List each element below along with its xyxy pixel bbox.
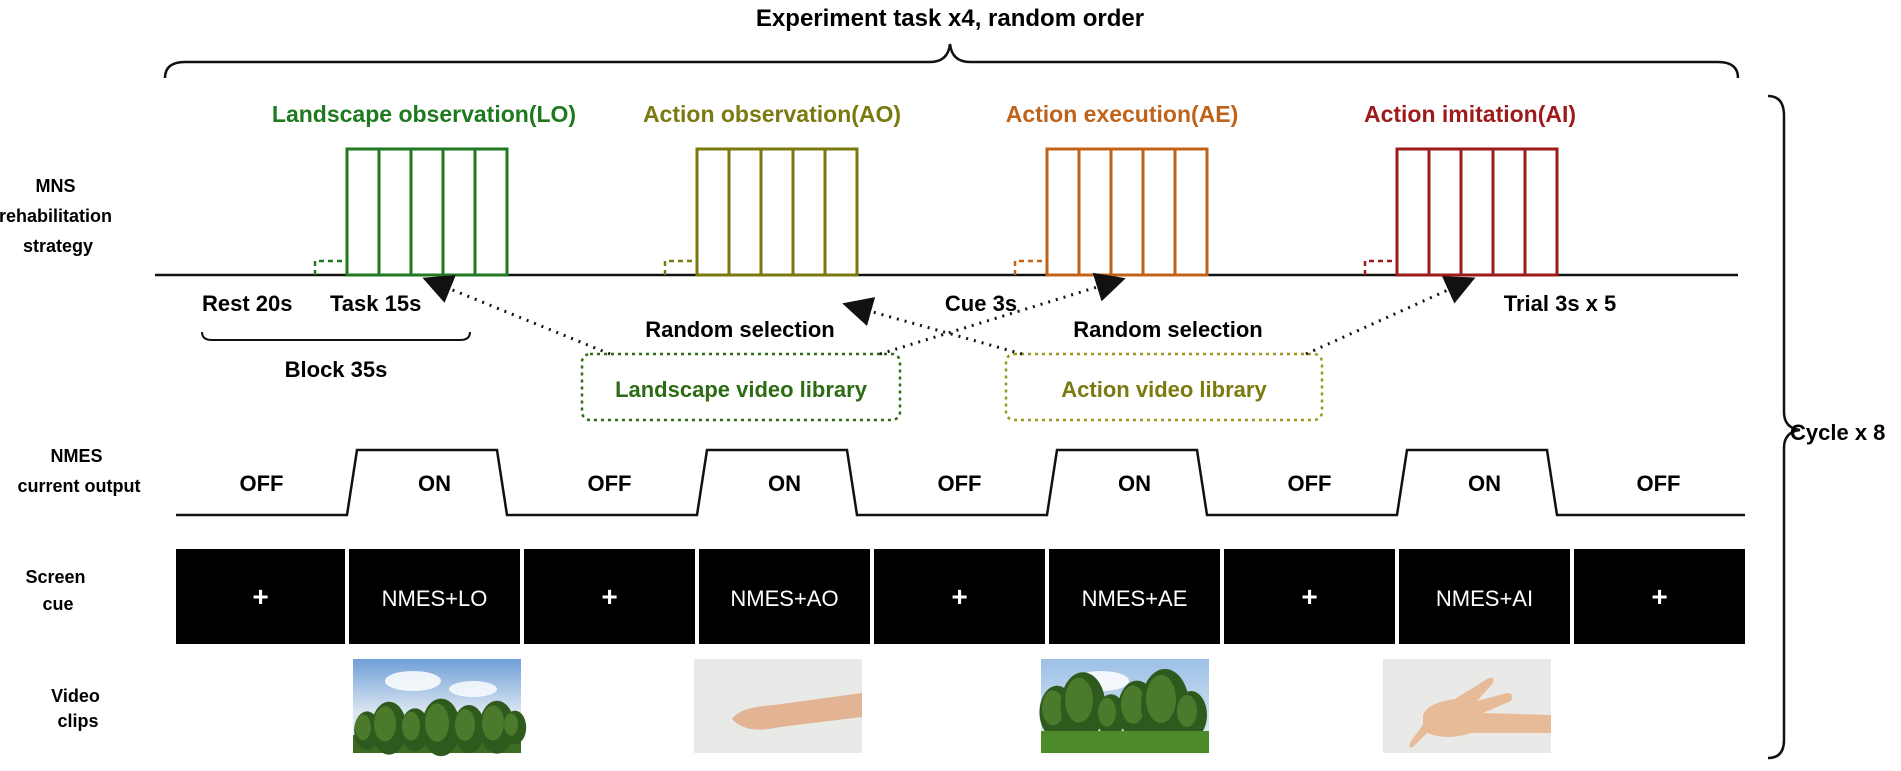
task-label-ao: Action observation(AO) — [643, 101, 901, 127]
video-clip-lo — [353, 659, 527, 757]
right-brace — [1767, 94, 1801, 760]
nmes-state-5: OFF — [938, 471, 982, 496]
arrow-landscape-to-lo — [422, 275, 611, 356]
nmes-state-3: OFF — [588, 471, 632, 496]
screen-cue-row: + NMES+LO + NMES+AO + NMES+AE + NMES+AI + — [176, 549, 1745, 644]
cue-step-ao — [663, 259, 697, 275]
video-clip-row — [353, 659, 1551, 757]
random-selection-left: Random selection — [645, 317, 834, 342]
screen-cue-5: + — [874, 549, 1045, 644]
task-block-ae — [1045, 147, 1209, 277]
task-label-ai: Action imitation(AI) — [1364, 101, 1576, 127]
nmes-state-8: ON — [1468, 471, 1501, 496]
task-block-ao — [695, 147, 859, 277]
nmes-state-6: ON — [1118, 471, 1151, 496]
landscape-library-box — [580, 352, 902, 422]
task-duration-label: Task 15s — [330, 291, 421, 316]
cycle-label: Cycle x 8 — [1790, 420, 1885, 445]
screen-cue-3: + — [524, 549, 695, 644]
screen-cue-text: + — [1301, 581, 1317, 612]
task-waveforms — [313, 147, 1559, 277]
nmes-state-9: OFF — [1637, 471, 1681, 496]
landscape-library-label: Landscape video library — [615, 377, 868, 402]
nmes-state-1: OFF — [240, 471, 284, 496]
row-label-nmes: NMES current output — [18, 446, 141, 496]
nmes-signal-line — [176, 448, 1745, 517]
arrow-action-to-ai — [1305, 276, 1476, 356]
screen-cue-text: + — [601, 581, 617, 612]
action-library-label: Action video library — [1061, 377, 1267, 402]
nmes-state-7: OFF — [1288, 471, 1332, 496]
action-library-box — [1004, 352, 1324, 422]
rest-label: Rest 20s — [202, 291, 293, 316]
task-block-ai — [1395, 147, 1559, 277]
waveform-ao — [663, 147, 859, 277]
row-label-mns: MNS rehabilitation strategy — [0, 176, 117, 256]
task-label-lo: Landscape observation(LO) — [272, 101, 576, 127]
screen-cue-2: NMES+LO — [349, 549, 520, 644]
waveform-ai — [1363, 147, 1559, 277]
block-brace — [201, 331, 471, 341]
screen-cue-8: NMES+AI — [1399, 549, 1570, 644]
screen-cue-text: NMES+LO — [382, 586, 488, 611]
title: Experiment task x4, random order — [756, 5, 1144, 32]
screen-cue-6: NMES+AE — [1049, 549, 1220, 644]
screen-cue-4: NMES+AO — [699, 549, 870, 644]
cue-label: Cue 3s — [945, 291, 1017, 316]
nmes-state-2: ON — [418, 471, 451, 496]
block-label: Block 35s — [285, 357, 388, 382]
screen-cue-text: NMES+AO — [730, 586, 838, 611]
top-brace — [163, 43, 1740, 79]
screen-cue-text: + — [951, 581, 967, 612]
nmes-state-labels: OFF ON OFF ON OFF ON OFF ON OFF — [240, 471, 1681, 496]
row-label-screen: Screen cue — [25, 567, 90, 614]
screen-cue-9: + — [1574, 549, 1745, 644]
arrow-landscape-to-ae — [879, 272, 1126, 356]
row-label-video: Video clips — [51, 686, 105, 731]
screen-cue-7: + — [1224, 549, 1395, 644]
screen-cue-text: NMES+AE — [1082, 586, 1188, 611]
cue-step-ai — [1363, 259, 1397, 275]
cue-step-lo — [313, 259, 347, 275]
waveform-lo — [313, 147, 509, 277]
waveform-ae — [1013, 147, 1209, 277]
task-label-ae: Action execution(AE) — [1006, 101, 1239, 127]
trial-label: Trial 3s x 5 — [1504, 291, 1617, 316]
cue-step-ae — [1013, 259, 1047, 275]
screen-cue-text: + — [252, 581, 268, 612]
video-clip-ai — [1383, 659, 1551, 753]
nmes-state-4: ON — [768, 471, 801, 496]
screen-cue-text: + — [1651, 581, 1667, 612]
screen-cue-text: NMES+AI — [1436, 586, 1533, 611]
task-block-lo — [345, 147, 509, 277]
video-clip-ae — [1039, 659, 1209, 753]
screen-cue-1: + — [176, 549, 345, 644]
random-selection-right: Random selection — [1073, 317, 1262, 342]
video-clip-ao — [694, 659, 862, 753]
